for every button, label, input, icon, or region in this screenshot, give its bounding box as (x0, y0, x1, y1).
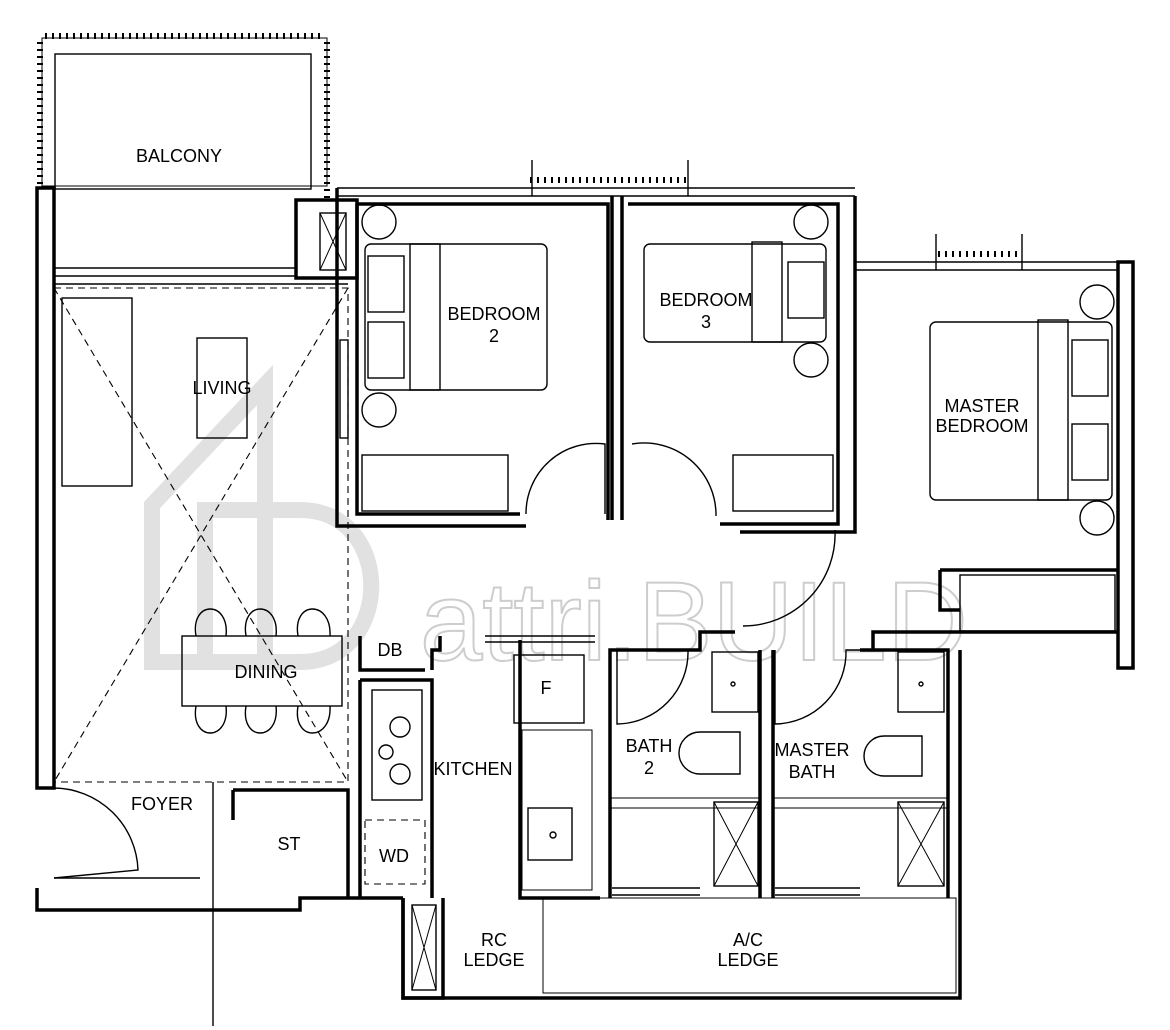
watermark: attri.BUILD (144, 364, 969, 685)
furniture (361, 204, 1116, 632)
kitchen-label: KITCHEN (433, 759, 512, 779)
balcony-area (37, 33, 330, 200)
ac-ledge-label-line2: LEDGE (717, 950, 778, 970)
walls (35, 186, 1135, 1000)
master-bedroom-label-line1: MASTER (944, 396, 1019, 416)
bath-fixtures (609, 651, 949, 887)
db-label: DB (377, 640, 402, 660)
ac-ledge-label-line1: A/C (733, 930, 763, 950)
bedroom3-label-line1: BEDROOM (659, 290, 752, 310)
fridge-label: F (541, 678, 552, 698)
dining-label: DINING (235, 662, 298, 682)
room-labels: BALCONY BEDROOM 2 BEDROOM 3 MASTER BEDRO… (131, 146, 1029, 970)
living-label: LIVING (192, 378, 251, 398)
bath2-label-line2: 2 (644, 758, 654, 778)
bedroom2-label-line1: BEDROOM (447, 304, 540, 324)
window-railings (530, 160, 1023, 270)
rc-ledge-label-line2: LEDGE (463, 950, 524, 970)
rc-ledge-label-line1: RC (481, 930, 507, 950)
bath2-label-line1: BATH (626, 736, 673, 756)
doors (53, 442, 870, 879)
master-bath-label-line2: BATH (789, 762, 836, 782)
bedroom2-label-line2: 2 (489, 326, 499, 346)
living-dining-void (53, 287, 349, 783)
master-bedroom-label-line2: BEDROOM (935, 416, 1028, 436)
bedroom3-label-line2: 3 (701, 312, 711, 332)
watermark-logo-icon (144, 364, 380, 670)
balcony-label: BALCONY (136, 146, 222, 166)
store-label: ST (277, 834, 300, 854)
master-bath-label-line1: MASTER (774, 740, 849, 760)
foyer-label: FOYER (131, 794, 193, 814)
watermark-text: attri.BUILD (420, 559, 968, 684)
kitchen-fixtures (364, 654, 593, 891)
washer-dryer-label: WD (379, 846, 409, 866)
